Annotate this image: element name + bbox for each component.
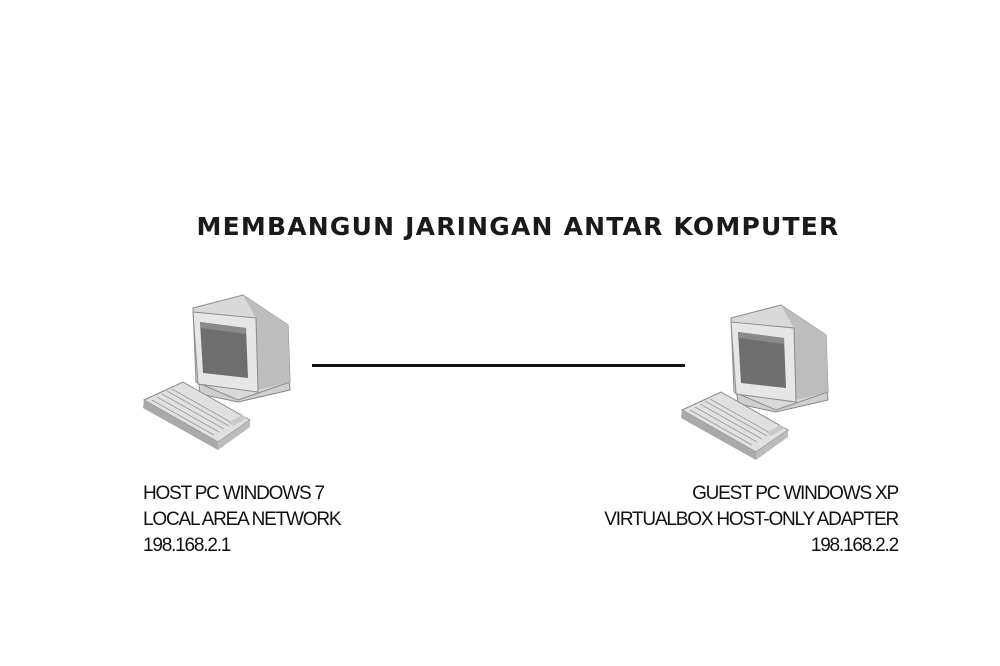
guest-network: VIRTUALBOX HOST-ONLY ADAPTER (604, 509, 899, 530)
network-connection-line (312, 364, 685, 367)
diagram-title: MEMBANGUN JARINGAN ANTAR KOMPUTER (196, 212, 840, 241)
host-label: HOST PC WINDOWS 7 LOCAL AREA NETWORK 198… (143, 481, 342, 559)
host-ip: 198.168.2.1 (143, 535, 231, 556)
guest-label: GUEST PC WINDOWS XP VIRTUALBOX HOST-ONLY… (604, 481, 899, 559)
host-name: HOST PC WINDOWS 7 (143, 483, 325, 504)
guest-name: GUEST PC WINDOWS XP (692, 483, 899, 504)
host-computer-icon (138, 290, 298, 465)
host-network: LOCAL AREA NETWORK (143, 509, 342, 530)
guest-computer-icon (676, 300, 836, 475)
guest-ip: 198.168.2.2 (810, 535, 899, 556)
